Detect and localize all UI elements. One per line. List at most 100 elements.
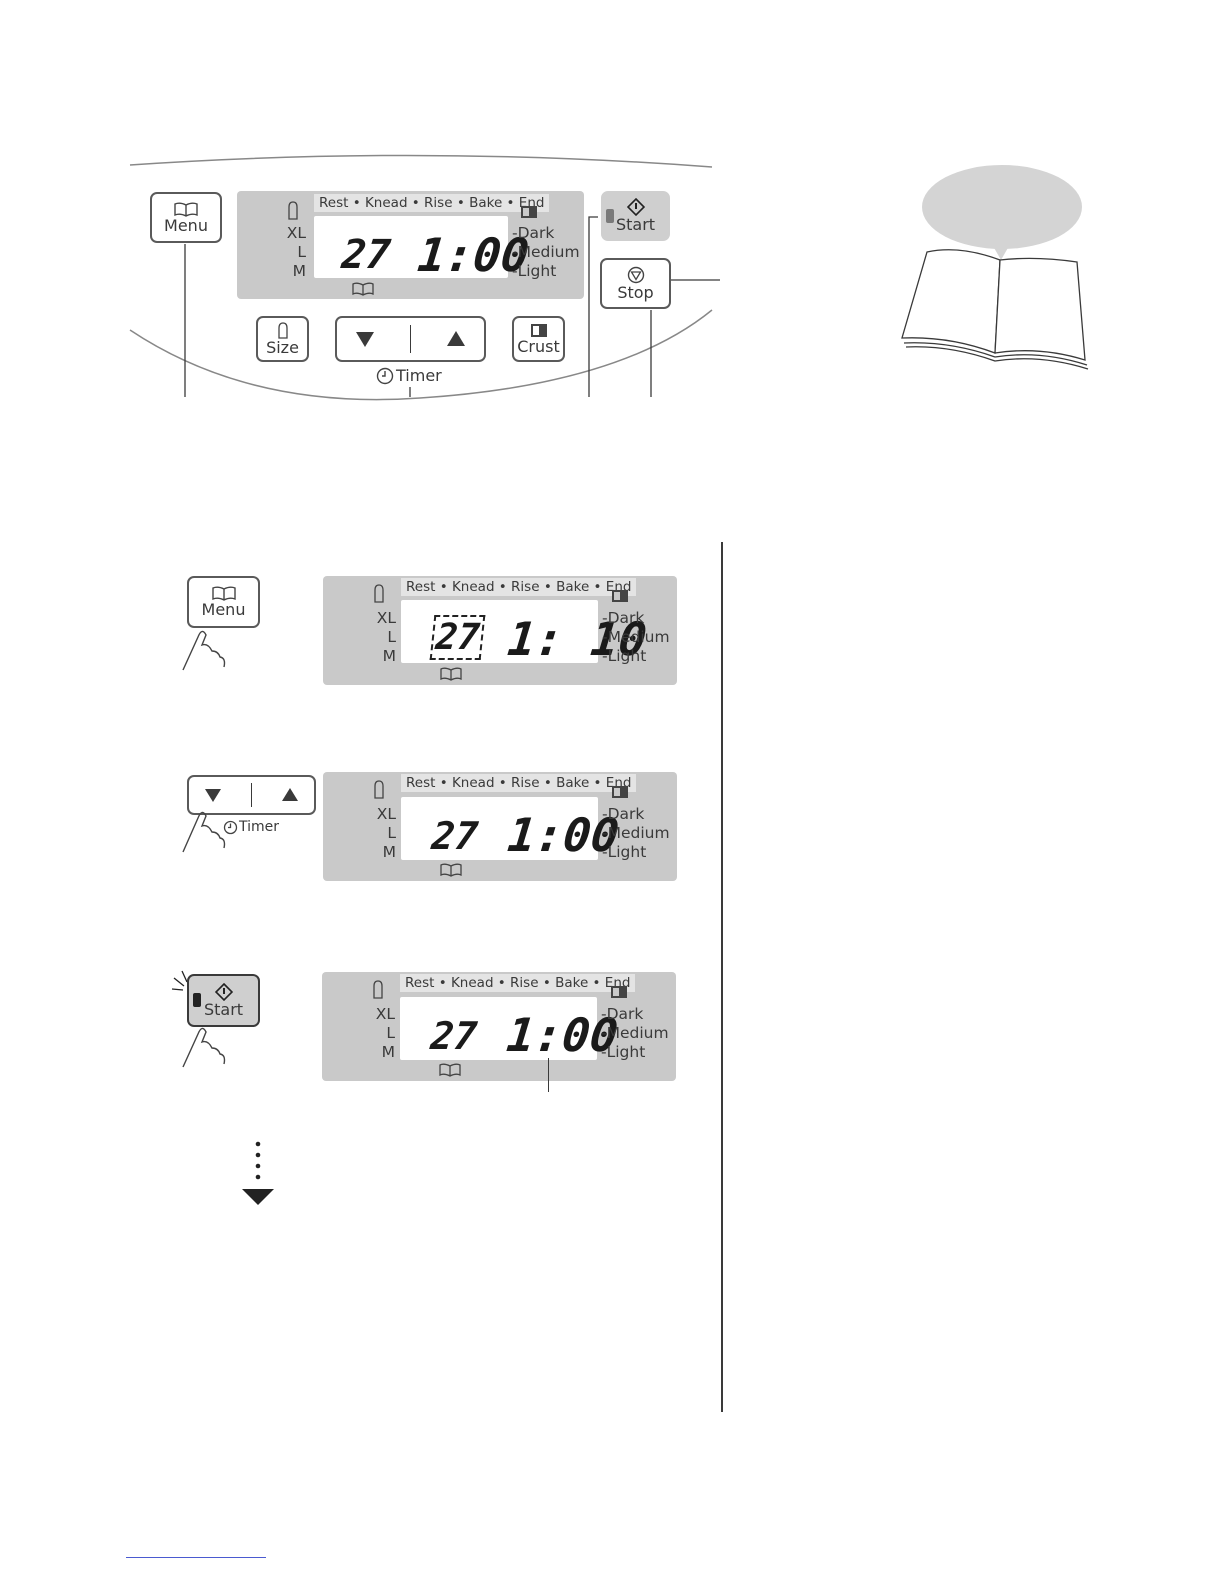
crust-medium: Medium xyxy=(607,628,670,646)
crust-medium: Medium xyxy=(607,824,670,842)
phase-indicator: Rest • Knead • Rise • Bake • End xyxy=(314,194,550,212)
menu-button[interactable]: Menu xyxy=(150,192,222,243)
down-arrow-icon[interactable] xyxy=(355,330,375,348)
step2-crust-indicators: -Dark -Medium -Light xyxy=(602,805,670,861)
footer-rule xyxy=(126,1557,266,1559)
size-label: Size xyxy=(266,338,299,357)
crust-light: Light xyxy=(517,262,557,280)
step1-phase-indicator: Rest • Knead • Rise • Bake • End xyxy=(401,578,637,596)
size-m: M xyxy=(292,262,306,280)
crust-indicators: -Dark -Medium -Light xyxy=(512,224,580,280)
crust-medium: Medium xyxy=(517,243,580,261)
crust-medium: Medium xyxy=(606,1024,669,1042)
panel-outline xyxy=(129,154,720,401)
speech-bubble xyxy=(922,165,1082,249)
book-icon xyxy=(439,1063,461,1077)
divider xyxy=(250,783,253,807)
lcd-screen xyxy=(314,216,508,278)
crust-button[interactable]: Crust xyxy=(512,316,565,362)
crust-dark: Dark xyxy=(607,609,645,627)
column-divider xyxy=(721,542,723,1412)
timer-caption: Timer xyxy=(376,366,442,385)
crust-icon xyxy=(521,206,537,218)
hand-pointer-icon xyxy=(182,630,226,671)
step3-phase-indicator: Rest • Knead • Rise • Bake • End xyxy=(400,974,636,992)
step2-lcd-menu-number: 27 xyxy=(429,814,481,858)
menu-label: Menu xyxy=(164,215,208,235)
size-l: L xyxy=(387,824,396,842)
time-leader-line xyxy=(548,1058,550,1092)
book-icon xyxy=(211,586,236,601)
step1-size-indicators: XL L M xyxy=(350,609,396,666)
crust-dark: Dark xyxy=(606,1005,644,1023)
hand-pointer-icon xyxy=(182,1027,226,1068)
size-button[interactable]: Size xyxy=(256,316,309,362)
book-icon xyxy=(174,202,198,217)
open-book-icon xyxy=(901,249,1089,370)
stop-label: Stop xyxy=(617,282,654,302)
size-l: L xyxy=(386,1024,395,1042)
step2-timer-caption: Timer xyxy=(223,819,279,835)
start-label: Start xyxy=(615,215,656,234)
crust-light: Light xyxy=(607,843,647,861)
step3-lcd-menu-number: 27 xyxy=(428,1014,480,1058)
crust-dark: Dark xyxy=(517,224,555,242)
step3-size-indicators: XL L M xyxy=(349,1005,395,1062)
size-m: M xyxy=(382,647,396,665)
size-l: L xyxy=(297,243,306,261)
crust-dark: Dark xyxy=(607,805,645,823)
crust-icon xyxy=(530,323,547,337)
book-icon xyxy=(352,282,374,296)
size-indicators: XL L M xyxy=(262,224,306,281)
step2-size-indicators: XL L M xyxy=(350,805,396,862)
size-xl: XL xyxy=(376,609,396,627)
book-icon xyxy=(440,667,462,681)
crust-light: Light xyxy=(606,1043,646,1061)
book-icon xyxy=(440,863,462,877)
size-xl: XL xyxy=(286,224,306,242)
step2-timer-label: Timer xyxy=(239,819,280,835)
start-indicator-light xyxy=(606,209,614,223)
step2-phase-indicator: Rest • Knead • Rise • Bake • End xyxy=(401,774,637,792)
start-icon xyxy=(214,982,233,1001)
step3-crust-indicators: -Dark -Medium -Light xyxy=(601,1005,669,1061)
crust-icon xyxy=(612,786,628,798)
clock-icon xyxy=(223,820,238,834)
lcd-menu-number: 27 xyxy=(339,232,393,278)
stop-icon xyxy=(627,266,644,283)
step1-menu-button[interactable]: Menu xyxy=(187,576,260,628)
timer-buttons[interactable] xyxy=(335,316,486,362)
step3-start-label: Start xyxy=(203,999,244,1019)
hand-pointer-icon xyxy=(182,811,226,853)
size-xl: XL xyxy=(375,1005,395,1023)
step1-menu-label: Menu xyxy=(201,600,246,619)
size-m: M xyxy=(382,843,396,861)
loaf-size-icon xyxy=(374,584,384,603)
size-xl: XL xyxy=(376,805,396,823)
loaf-size-icon xyxy=(373,980,383,999)
step1-lcd-screen xyxy=(401,600,598,663)
down-arrow-icon xyxy=(242,1141,274,1205)
step1-crust-indicators: -Dark -Medium -Light xyxy=(602,609,670,665)
blink-lines-icon xyxy=(171,970,188,991)
recipe-book-illustration xyxy=(901,165,1089,370)
size-l: L xyxy=(387,628,396,646)
stop-button[interactable]: Stop xyxy=(600,258,671,309)
up-arrow-icon[interactable] xyxy=(281,787,299,803)
crust-icon xyxy=(611,986,627,998)
start-icon xyxy=(626,198,645,216)
down-arrow-icon[interactable] xyxy=(204,787,222,803)
up-arrow-icon[interactable] xyxy=(446,330,466,348)
divider xyxy=(409,325,412,353)
step1-lcd-menu-number: 27 xyxy=(429,615,486,660)
step3-lcd-screen xyxy=(400,997,597,1060)
crust-light: Light xyxy=(607,647,647,665)
loaf-size-icon xyxy=(277,322,288,339)
start-button[interactable]: Start xyxy=(601,191,670,241)
timer-label: Timer xyxy=(396,366,442,385)
loaf-size-icon xyxy=(288,201,298,220)
step2-lcd-screen xyxy=(401,797,598,860)
clock-icon xyxy=(376,367,394,384)
crust-icon xyxy=(612,590,628,602)
step2-timer-buttons[interactable] xyxy=(187,775,316,815)
